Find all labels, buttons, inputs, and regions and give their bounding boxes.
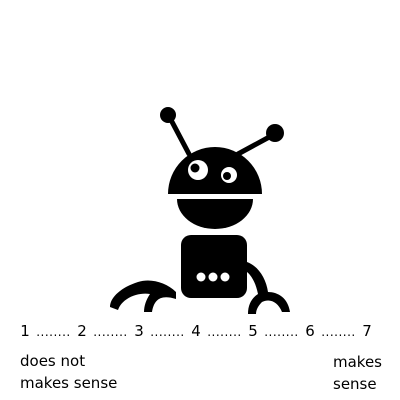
rating-scale: 1 ........ 2 ........ 3 ........ 4 .....… <box>18 322 386 346</box>
scale-separator: ........ <box>321 325 356 339</box>
scale-separator: ........ <box>36 325 71 339</box>
scale-anchor-low: does not makes sense <box>20 350 150 394</box>
scale-separator: ........ <box>150 325 185 339</box>
scale-point-4: 4 <box>191 322 201 340</box>
scale-anchor-high: makes sense <box>333 351 393 395</box>
scale-anchor-low-line-1: does not <box>20 352 86 370</box>
left-antenna <box>167 115 192 157</box>
scale-anchor-low-line-2: makes sense <box>20 374 118 392</box>
scale-point-1: 1 <box>20 322 30 340</box>
robot-left-arm <box>110 280 176 312</box>
scale-point-7: 7 <box>362 322 372 340</box>
scale-point-6: 6 <box>305 322 315 340</box>
robot-body <box>181 235 247 298</box>
scale-separator: ........ <box>207 325 242 339</box>
right-antenna <box>235 132 276 157</box>
robot-head <box>168 147 262 194</box>
scale-anchor-high-line-1: makes <box>333 353 382 371</box>
scale-point-2: 2 <box>77 322 87 340</box>
body-dot-2 <box>208 272 218 282</box>
right-pupil <box>223 172 231 180</box>
scale-anchor-high-line-2: sense <box>333 375 377 393</box>
left-pupil <box>190 163 200 173</box>
robot-icon <box>110 107 290 314</box>
body-dot-1 <box>196 272 206 282</box>
scale-separator: ........ <box>264 325 299 339</box>
body-dot-3 <box>220 272 230 282</box>
left-antenna-ball <box>160 107 176 123</box>
scale-separator: ........ <box>93 325 128 339</box>
scale-point-5: 5 <box>248 322 258 340</box>
right-antenna-ball <box>266 124 284 142</box>
robot-right-arm <box>247 262 290 314</box>
scale-point-3: 3 <box>134 322 144 340</box>
robot-mouth <box>177 199 253 229</box>
